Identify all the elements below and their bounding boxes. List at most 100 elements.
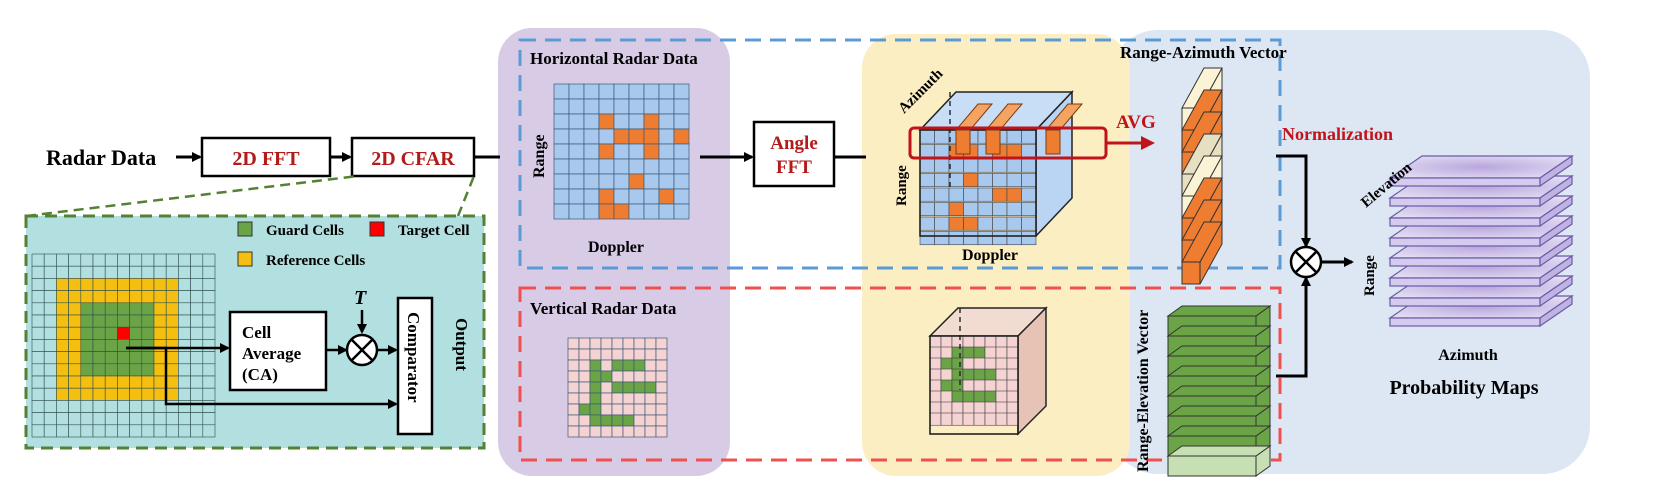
range-doppler-cell <box>567 337 580 350</box>
h-cube-cell <box>977 158 993 173</box>
cfar-cell <box>153 351 167 365</box>
cfar-cell <box>92 290 106 304</box>
cfar-cell <box>165 278 179 291</box>
cfar-cell <box>31 375 45 389</box>
v-cube-cell <box>1006 401 1019 415</box>
cfar-cell <box>43 351 57 365</box>
h-cube-cell <box>1006 231 1022 246</box>
v-cube-cell <box>995 335 1008 349</box>
vertical-branch-title: Vertical Radar Data <box>530 299 677 318</box>
range-doppler-cell <box>628 143 645 160</box>
cfar-cell <box>141 363 155 377</box>
h-cube-cell <box>919 202 935 217</box>
cfar-cell <box>68 375 82 389</box>
cfar-cell <box>153 278 167 291</box>
range-azimuth-vector <box>1181 67 1223 285</box>
h-cube-cell <box>1021 173 1037 188</box>
cfar-cell <box>80 278 94 291</box>
range-doppler-cell <box>589 425 602 438</box>
h-cube-cell <box>1006 202 1022 217</box>
range-doppler-cell <box>598 158 615 175</box>
range-doppler-cell <box>553 128 570 145</box>
cfar-cell <box>165 375 179 389</box>
threshold-symbol: T <box>354 287 367 309</box>
v-cube-cell <box>940 379 953 393</box>
cfar-block-label: 2D CFAR <box>371 148 455 170</box>
range-doppler-cell <box>600 425 613 438</box>
range-doppler-cell <box>613 158 630 175</box>
cfar-cell <box>117 375 130 389</box>
range-doppler-cell <box>633 392 646 405</box>
h-cube-cell <box>948 187 964 202</box>
v-cube-cell <box>929 412 942 426</box>
cfar-cell <box>68 351 82 365</box>
h-cube-cell <box>1006 216 1022 231</box>
cfar-cell <box>104 278 118 291</box>
cfar-cell <box>165 339 179 352</box>
cfar-cell <box>178 387 191 401</box>
v-cube-cell <box>984 346 997 360</box>
range-doppler-cell <box>589 359 602 372</box>
v-cube-cell <box>973 368 986 382</box>
v-cube-cell <box>995 346 1008 360</box>
cfar-cell <box>129 290 143 304</box>
h-cube-cell <box>977 231 993 246</box>
cfar-cell <box>56 326 69 340</box>
probability-map-side <box>1539 194 1573 228</box>
range-doppler-cell <box>643 203 660 220</box>
cfar-cell <box>68 314 82 328</box>
cell-average-line1: Cell <box>242 323 272 342</box>
cfar-cell <box>153 302 167 316</box>
cfar-cell-grid <box>31 253 216 438</box>
v-cube-cell <box>940 401 953 415</box>
probability-map-side <box>1539 174 1573 208</box>
cfar-cell <box>104 351 118 365</box>
range-doppler-cell <box>578 403 591 416</box>
range-doppler-cell <box>600 370 613 383</box>
range-doppler-cell <box>673 113 690 130</box>
angle-fft-line1: Angle <box>770 133 818 154</box>
range-doppler-cell <box>644 392 657 405</box>
cfar-cell <box>165 400 179 413</box>
cell-average-line2: Average <box>242 344 302 363</box>
cfar-cell <box>178 278 191 291</box>
cfar-cell <box>129 363 143 377</box>
h-cube-cell <box>963 158 979 173</box>
cfar-cell <box>129 265 143 279</box>
cfar-cell <box>178 326 191 340</box>
range-doppler-cell <box>600 381 613 394</box>
cfar-cell <box>141 278 155 291</box>
probability-map-edge <box>1389 177 1541 187</box>
range-doppler-cell <box>589 392 602 405</box>
range-doppler-cell <box>673 128 690 145</box>
range-doppler-cell <box>611 337 624 350</box>
range-doppler-cell <box>611 403 624 416</box>
cfar-cell <box>92 363 106 377</box>
range-doppler-cell <box>553 158 570 175</box>
cfar-cell <box>178 400 191 413</box>
range-doppler-cell <box>643 173 660 190</box>
cfar-cell <box>202 302 216 316</box>
cfar-cell <box>165 412 179 426</box>
h-cube-cell <box>919 144 935 159</box>
angle-fft-line2: FFT <box>776 157 812 178</box>
range-doppler-cell <box>578 348 591 361</box>
cfar-cell <box>165 290 179 304</box>
range-doppler-cell <box>553 203 570 220</box>
range-doppler-cell <box>583 128 600 145</box>
range-doppler-cell <box>568 113 585 130</box>
range-doppler-cell <box>583 188 600 205</box>
range-doppler-cell <box>568 203 585 220</box>
range-doppler-cell <box>613 98 630 115</box>
h-cube-cell <box>919 216 935 231</box>
h-cube-cell <box>1021 158 1037 173</box>
probability-map-edge <box>1389 217 1541 227</box>
range-doppler-cell <box>658 83 675 100</box>
target-legend-label: Target Cell <box>398 223 470 239</box>
cfar-cell <box>92 314 106 328</box>
h-cube-cell <box>934 231 950 246</box>
guard-legend-swatch <box>237 221 253 237</box>
range-doppler-cell <box>598 188 615 205</box>
cfar-cell <box>80 375 94 389</box>
range-doppler-cell <box>611 425 624 438</box>
